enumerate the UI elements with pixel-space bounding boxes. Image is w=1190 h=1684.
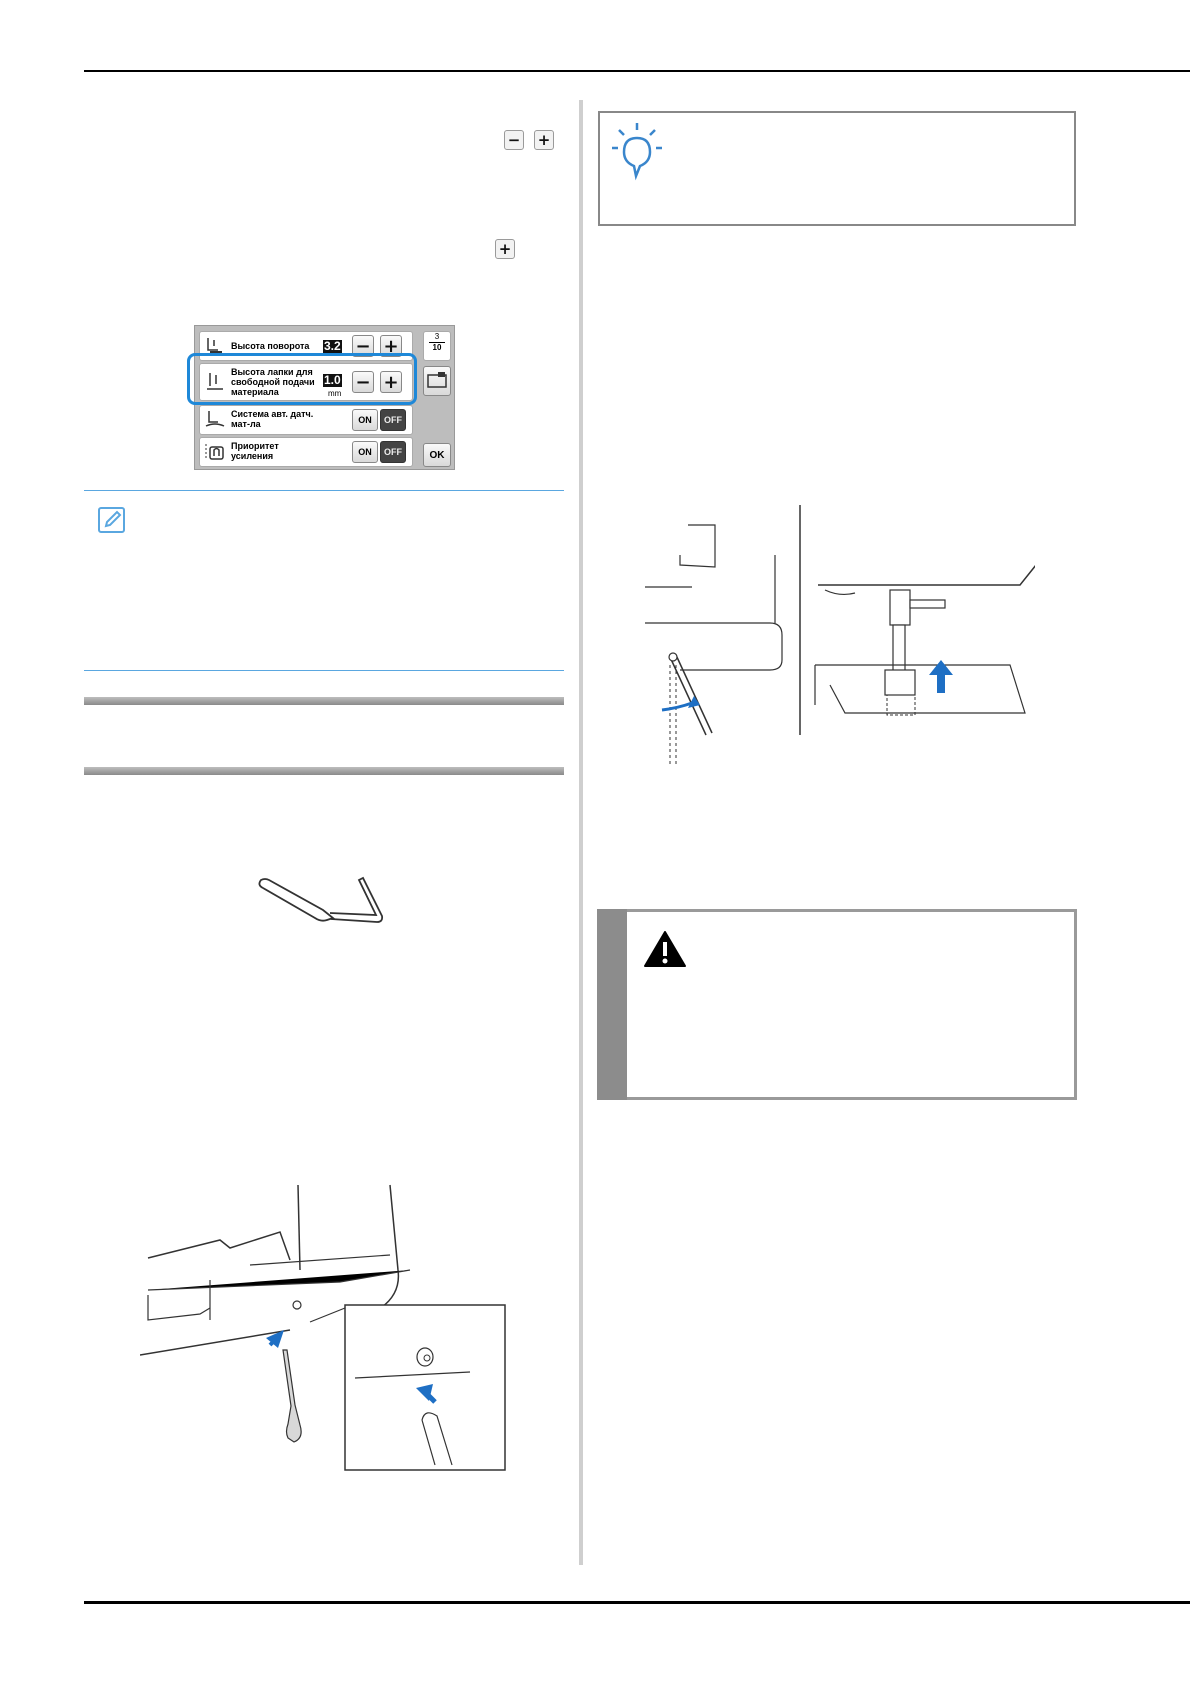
memo-bottom-rule <box>84 670 564 671</box>
lcd-label: Система авт. датч. мат-ла <box>231 409 314 429</box>
warning-triangle-icon <box>644 931 686 967</box>
lcd-label: Высота лапки для свободной подачи матери… <box>231 367 315 397</box>
lever-insertion-illustration <box>140 1184 506 1471</box>
plus-button-icon: + <box>495 239 515 259</box>
lcd-row-free-motion-foot-height: Высота лапки для свободной подачи матери… <box>199 363 413 401</box>
off-button[interactable]: OFF <box>380 409 406 431</box>
knee-lifter-operation-illustration <box>645 505 1035 765</box>
free-motion-foot-icon <box>207 373 223 390</box>
footer-rule <box>84 1601 1190 1604</box>
column-divider <box>579 100 583 1565</box>
on-button[interactable]: ON <box>352 409 378 431</box>
lcd-settings-screen: Высота поворота 3.2 − + Высота лапки для… <box>194 325 455 470</box>
plus-button-icon: + <box>534 130 554 150</box>
minus-button-icon: − <box>504 130 524 150</box>
settings-screen-button[interactable] <box>423 366 451 396</box>
plus-button[interactable]: + <box>380 335 402 357</box>
off-button[interactable]: OFF <box>380 441 406 463</box>
lcd-label: Приоритет усиления <box>231 441 279 461</box>
note-box <box>598 111 1076 226</box>
on-button[interactable]: ON <box>352 441 378 463</box>
lcd-value: 1.0 <box>323 373 342 387</box>
lcd-unit: mm <box>328 389 342 398</box>
knee-lifter-illustration <box>258 876 384 923</box>
page-current: 3 <box>434 332 440 341</box>
screen-icon <box>427 372 447 388</box>
lcd-value: 3.2 <box>323 339 342 353</box>
lcd-label: Высота поворота <box>231 341 310 351</box>
caution-side-bar <box>597 909 627 1100</box>
memo-icon <box>98 507 125 533</box>
plus-button[interactable]: + <box>380 371 402 393</box>
lcd-row-pivot-height: Высота поворота 3.2 − + <box>199 331 413 361</box>
lcd-row-reinforcement-priority: Приоритет усиления ON OFF <box>199 437 413 467</box>
note-bulb-icon <box>612 123 662 181</box>
section-heading-bar <box>84 767 564 775</box>
reinforcement-icon <box>205 444 224 460</box>
minus-button[interactable]: − <box>352 371 374 393</box>
section-heading-bar <box>84 697 564 705</box>
memo-top-rule <box>84 490 564 491</box>
fabric-sensor-icon <box>205 411 225 427</box>
highlight-frame <box>187 353 417 405</box>
ok-button[interactable]: OK <box>423 443 451 467</box>
lcd-row-auto-fabric-sensor: Система авт. датч. мат-ла ON OFF <box>199 405 413 435</box>
minus-button[interactable]: − <box>352 335 374 357</box>
presser-foot-icon <box>207 338 222 354</box>
page-total: 10 <box>429 342 445 353</box>
page-indicator: 3 10 <box>423 331 451 361</box>
header-rule <box>84 70 1190 72</box>
